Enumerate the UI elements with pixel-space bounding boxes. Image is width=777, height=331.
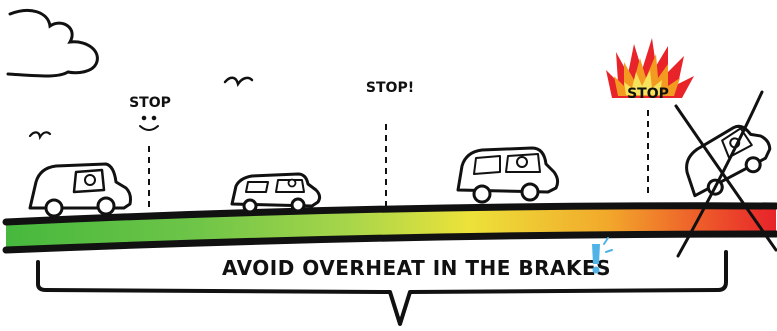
- caption-text: AVOID OVERHEAT IN THE BRAKES: [222, 256, 611, 280]
- car-icon: [232, 174, 320, 212]
- stop-marker-1: STOP: [129, 95, 171, 212]
- stop-label-3: STOP: [627, 86, 669, 102]
- car-icon: [30, 164, 131, 216]
- stop-marker-3: STOP: [627, 86, 669, 196]
- bird-icon: [30, 132, 50, 137]
- road: [6, 206, 776, 250]
- stop-marker-2: STOP!: [366, 80, 414, 210]
- cloud-icon: [8, 10, 97, 76]
- stop-label-1: STOP: [129, 95, 171, 111]
- stop-label-2: STOP!: [366, 80, 414, 96]
- smiley-icon: [140, 117, 158, 130]
- bird-icon: [225, 78, 252, 84]
- car-icon: [458, 148, 558, 202]
- car-icon: [675, 117, 777, 204]
